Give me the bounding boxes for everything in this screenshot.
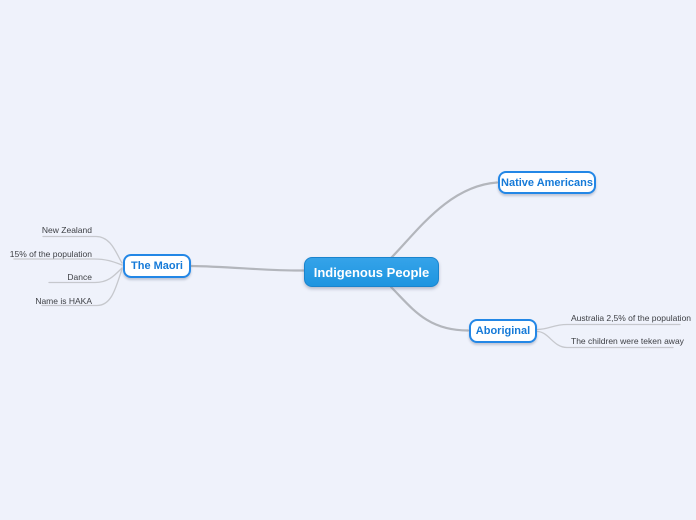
connector-maori-population: [13, 258, 123, 266]
leaf-children-taken-away[interactable]: The children were teken away: [571, 336, 684, 346]
leaf-dance[interactable]: Dance: [67, 271, 92, 282]
node-native-americans-label: Native Americans: [501, 176, 593, 189]
leaf-population-percentage[interactable]: 15% of the population: [9, 248, 92, 259]
connector-root-aboriginal: [389, 285, 470, 332]
node-aboriginal[interactable]: Aboriginal: [469, 319, 537, 343]
leaf-name-is-haka[interactable]: Name is HAKA: [35, 295, 92, 306]
connector-root-native-americans: [389, 181, 499, 260]
node-the-maori-label: The Maori: [131, 260, 183, 272]
node-native-americans[interactable]: Native Americans: [498, 171, 596, 194]
node-aboriginal-label: Aboriginal: [475, 325, 531, 337]
root-node-label: Indigenous People: [313, 264, 430, 280]
connector-aboriginal-australia: [536, 323, 681, 331]
leaf-new-zealand[interactable]: New Zealand: [41, 225, 92, 235]
connector-root-the-maori: [189, 264, 306, 272]
root-node-indigenous-people[interactable]: Indigenous People: [304, 257, 439, 287]
node-the-maori[interactable]: The Maori: [123, 254, 191, 278]
leaf-australia-population[interactable]: Australia 2,5% of the population: [571, 313, 692, 323]
